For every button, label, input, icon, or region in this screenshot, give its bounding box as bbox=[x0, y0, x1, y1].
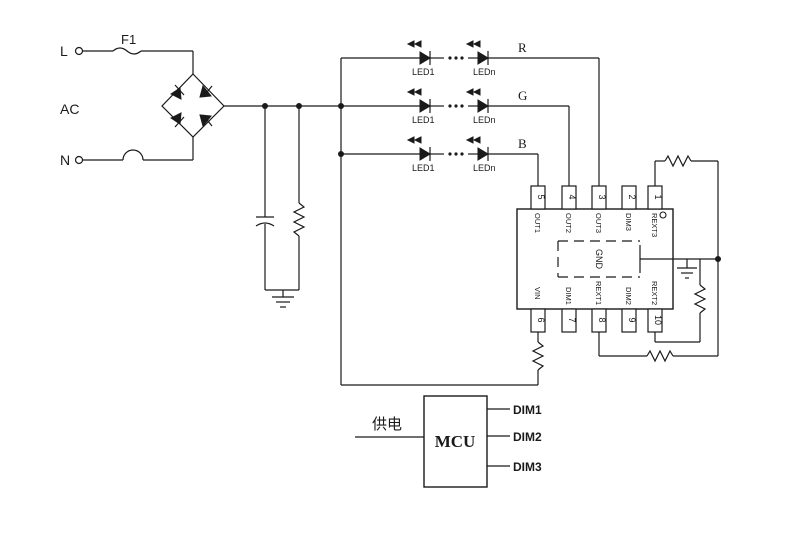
channel-b-label: B bbox=[518, 136, 527, 151]
neutral-terminal-label: N bbox=[60, 152, 70, 168]
ic-pin-4-out2: 4 OUT2 bbox=[561, 185, 577, 233]
channel-r-label: R bbox=[518, 40, 527, 55]
led-b-first-label: LED1 bbox=[412, 163, 435, 173]
led-string-b: LED1 LEDn B bbox=[341, 136, 539, 186]
channel-g-label: G bbox=[518, 88, 527, 103]
mcu-output-dim3: DIM3 bbox=[513, 460, 542, 474]
ac-label: AC bbox=[60, 101, 79, 117]
rext3-resistor bbox=[664, 154, 692, 168]
led-g-first-label: LED1 bbox=[412, 115, 435, 125]
ac-input: L F1 AC N bbox=[60, 32, 194, 168]
svg-text:2: 2 bbox=[627, 194, 637, 199]
svg-text:5: 5 bbox=[536, 194, 546, 199]
mcu-supply-label: 供电 bbox=[372, 416, 402, 433]
ic-pin-5-out1: 5 OUT1 bbox=[530, 185, 546, 233]
svg-text:8: 8 bbox=[597, 317, 607, 322]
mcu-output-dim2: DIM2 bbox=[513, 430, 542, 444]
fuse-label: F1 bbox=[121, 32, 136, 47]
ic-pin-7-dim1: 7 DIM1 bbox=[561, 287, 577, 333]
rext1-resistor bbox=[646, 349, 674, 363]
svg-text:DIM2: DIM2 bbox=[624, 287, 633, 305]
svg-text:VIN: VIN bbox=[533, 287, 542, 300]
svg-text:OUT2: OUT2 bbox=[564, 213, 573, 233]
ground-symbol-right bbox=[677, 267, 697, 279]
svg-text:OUT3: OUT3 bbox=[594, 213, 603, 233]
gnd-label: GND bbox=[594, 249, 604, 270]
line-terminal-label: L bbox=[60, 43, 68, 59]
svg-text:REXT1: REXT1 bbox=[594, 281, 603, 305]
led-b-last-label: LEDn bbox=[473, 163, 496, 173]
ic-pin-10-rext2: 10 REXT2 bbox=[647, 281, 663, 333]
svg-text:4: 4 bbox=[567, 194, 577, 199]
svg-text:OUT1: OUT1 bbox=[533, 213, 542, 233]
ic-pin-8-rext1: 8 REXT1 bbox=[591, 281, 607, 333]
ic-pin-9-dim2: 9 DIM2 bbox=[621, 287, 637, 333]
mcu-label: MCU bbox=[435, 432, 476, 451]
svg-text:7: 7 bbox=[567, 317, 577, 322]
ground-symbol-left bbox=[272, 290, 294, 308]
bleeder-resistor bbox=[292, 106, 306, 290]
fuse bbox=[112, 47, 142, 55]
bridge-rectifier bbox=[161, 73, 225, 138]
neutral-terminal bbox=[74, 155, 84, 165]
svg-text:6: 6 bbox=[536, 317, 546, 322]
line-terminal bbox=[74, 46, 84, 56]
led-string-r: LED1 LEDn R bbox=[341, 40, 600, 186]
led-g-last-label: LEDn bbox=[473, 115, 496, 125]
ic-gnd-pad: GND bbox=[557, 240, 718, 278]
vin-resistor bbox=[531, 341, 545, 371]
inductor bbox=[122, 149, 144, 161]
svg-text:3: 3 bbox=[597, 194, 607, 199]
svg-text:REXT2: REXT2 bbox=[650, 281, 659, 305]
svg-text:10: 10 bbox=[653, 315, 663, 325]
svg-text:1: 1 bbox=[653, 194, 663, 199]
svg-text:DIM3: DIM3 bbox=[624, 213, 633, 231]
rext2-resistor bbox=[693, 284, 707, 314]
mcu-output-dim1: DIM1 bbox=[513, 403, 542, 417]
filter-capacitor bbox=[255, 106, 275, 290]
svg-text:9: 9 bbox=[627, 317, 637, 322]
svg-text:DIM1: DIM1 bbox=[564, 287, 573, 305]
led-r-first-label: LED1 bbox=[412, 67, 435, 77]
led-r-last-label: LEDn bbox=[473, 67, 496, 77]
mcu-block: MCU 供电 DIM1 DIM2 DIM3 bbox=[355, 395, 542, 488]
svg-text:REXT3: REXT3 bbox=[650, 213, 659, 237]
ic-pin-3-out3: 3 OUT3 bbox=[591, 185, 607, 233]
led-string-g: LED1 LEDn G bbox=[341, 88, 570, 186]
ic-pin-2-dim3: 2 DIM3 bbox=[621, 185, 637, 231]
driver-ic: 5 OUT1 4 OUT2 3 OUT3 2 DIM3 1 REXT3 6 VI… bbox=[516, 185, 718, 333]
